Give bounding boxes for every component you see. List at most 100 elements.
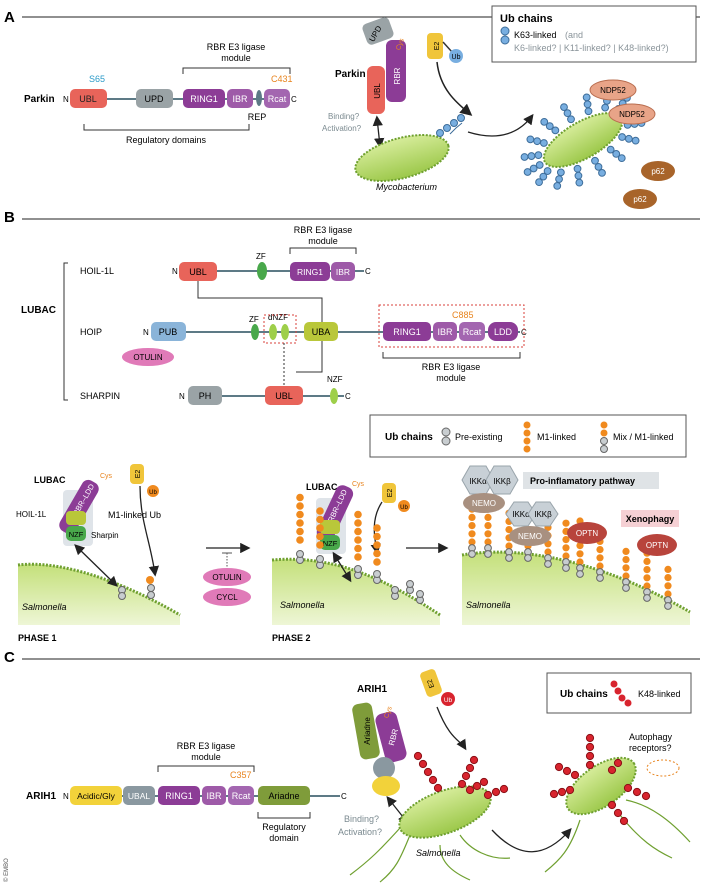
ubiquitin-bead	[484, 550, 492, 558]
ubiquitin-bead	[418, 759, 428, 769]
ring1-domain	[183, 89, 225, 108]
svg-text:HOIL-1L: HOIL-1L	[16, 510, 47, 519]
svg-text:C: C	[341, 792, 347, 801]
ubiquitin-bead	[534, 151, 543, 160]
ubiquitin-bead	[484, 513, 492, 522]
svg-text:M1-linked Ub: M1-linked Ub	[108, 510, 161, 520]
mycobacterium-left: Mycobacterium	[354, 113, 534, 192]
ubiquitin-bead	[296, 536, 304, 544]
ubiquitin-bead	[505, 526, 513, 534]
svg-text:Salmonella: Salmonella	[22, 602, 67, 612]
hoip-domain-map: HOIP N C PUB OTULIN ZF dNZF UBA RING1 IB…	[80, 304, 527, 383]
ubiquitin-bead	[523, 168, 532, 176]
svg-text:NDP52: NDP52	[619, 110, 645, 119]
ubiquitin-bead	[598, 169, 606, 177]
lubac-label: LUBAC	[21, 305, 56, 316]
ubiquitin-bead	[373, 558, 381, 566]
svg-text:LUBAC: LUBAC	[306, 482, 338, 492]
ubiquitin-bead	[596, 562, 604, 570]
ubiquitin-bead	[554, 762, 564, 772]
svg-text:IKKβ: IKKβ	[493, 477, 511, 486]
ubiquitin-bead	[553, 181, 562, 190]
ubiquitin-bead	[582, 93, 591, 102]
ubiquitin-bead	[354, 519, 362, 527]
ubiquitin-bead	[576, 570, 584, 578]
svg-text:RING1: RING1	[393, 327, 421, 337]
svg-text:IBR: IBR	[437, 327, 453, 337]
svg-text:p62: p62	[633, 195, 647, 204]
ubiquitin-bead	[461, 771, 471, 781]
phase-1-scene: LUBAC Salmonella RBR–LDD Cys NZF HOIL-1L…	[16, 464, 181, 643]
ubiquitin-bead	[535, 161, 544, 169]
svg-text:Mix / M1-linked: Mix / M1-linked	[613, 432, 674, 442]
svg-text:Ub: Ub	[444, 697, 453, 704]
svg-text:C: C	[345, 392, 351, 401]
svg-text:IBR: IBR	[232, 94, 248, 104]
svg-text:IKKα: IKKα	[512, 510, 530, 519]
svg-text:LDD: LDD	[494, 327, 513, 337]
svg-text:PUB: PUB	[159, 327, 178, 337]
svg-text:N: N	[63, 95, 69, 104]
ubiquitin-bead	[664, 602, 672, 610]
svg-text:Acidic/Gly: Acidic/Gly	[77, 791, 116, 801]
ubiquitin-bead	[472, 781, 482, 791]
ubiquitin-bead	[483, 790, 493, 800]
ubiquitin-bead	[484, 530, 492, 538]
salmonella-left: Salmonella	[349, 751, 572, 883]
ubiquitin-bead	[428, 775, 438, 785]
ubiquitin-bead	[567, 115, 575, 124]
ubiquitin-bead	[413, 751, 423, 761]
svg-text:RING1: RING1	[190, 94, 218, 104]
svg-text:IBR: IBR	[336, 267, 350, 277]
ubiquitin-bead	[574, 171, 583, 180]
rep-element	[256, 90, 262, 106]
svg-text:NEMO: NEMO	[518, 532, 542, 541]
panel-a-legend: Ub chains K63-linked (and K6-linked? | K…	[491, 5, 697, 63]
ubiquitin-bead	[573, 164, 582, 173]
ubiquitin-bead	[565, 785, 575, 795]
svg-text:NZF: NZF	[327, 375, 343, 384]
svg-text:M1-linked: M1-linked	[537, 432, 576, 442]
ubiquitin-bead	[373, 541, 381, 549]
svg-text:K48-linked: K48-linked	[638, 689, 681, 699]
ubiquitin-bead	[544, 548, 552, 556]
ubiquitin-bead	[545, 122, 554, 131]
svg-text:ARIH1: ARIH1	[26, 791, 56, 802]
ubiquitin-bead	[316, 507, 324, 515]
ubiquitin-bead	[468, 513, 476, 522]
ubiquitin-bead	[622, 564, 630, 572]
ubiquitin-bead	[354, 536, 362, 544]
ubiquitin-bead	[631, 136, 640, 145]
ubiquitin-bead	[576, 550, 584, 558]
ubiquitin-bead	[562, 536, 570, 544]
svg-text:UBAL: UBAL	[128, 791, 150, 801]
svg-text:UBL: UBL	[189, 267, 207, 277]
ubiquitin-bead	[354, 565, 362, 573]
ubiquitin-bead	[557, 787, 567, 797]
parkin-structure: Parkin UPD UBL RBR Cys E2 Ub Binding? Ac…	[322, 17, 473, 149]
ubiquitin-bead	[575, 178, 584, 187]
svg-text:Salmonella: Salmonella	[466, 600, 511, 610]
panel-c: C Ub chains K48-linked ARIH1 N C Acidic/…	[4, 649, 700, 883]
ubiquitin-bead	[606, 145, 615, 154]
svg-text:UBL: UBL	[79, 94, 97, 104]
ubiquitin-bead	[316, 532, 324, 541]
svg-text:Ariadne: Ariadne	[363, 717, 372, 745]
svg-text:HOIP: HOIP	[80, 327, 102, 337]
ubiquitin-bead	[316, 541, 324, 549]
svg-text:p62: p62	[651, 167, 665, 176]
ubiquitin-bead	[539, 172, 548, 181]
ubiquitin-bead	[468, 530, 476, 538]
ubiquitin-bead	[354, 544, 362, 553]
ubiquitin-bead	[560, 103, 568, 111]
svg-text:C: C	[365, 267, 371, 276]
ubiquitin-bead	[391, 586, 399, 594]
ubiquitin-bead	[622, 584, 630, 592]
ubiquitin-bead	[505, 542, 513, 550]
ubiquitin-bead	[316, 555, 324, 563]
ubiquitin-bead	[549, 789, 559, 799]
ubiquitin-bead	[468, 538, 476, 546]
ubiquitin-bead	[373, 570, 381, 578]
svg-text:Ub: Ub	[400, 505, 408, 511]
ubiquitin-bead	[296, 519, 304, 527]
